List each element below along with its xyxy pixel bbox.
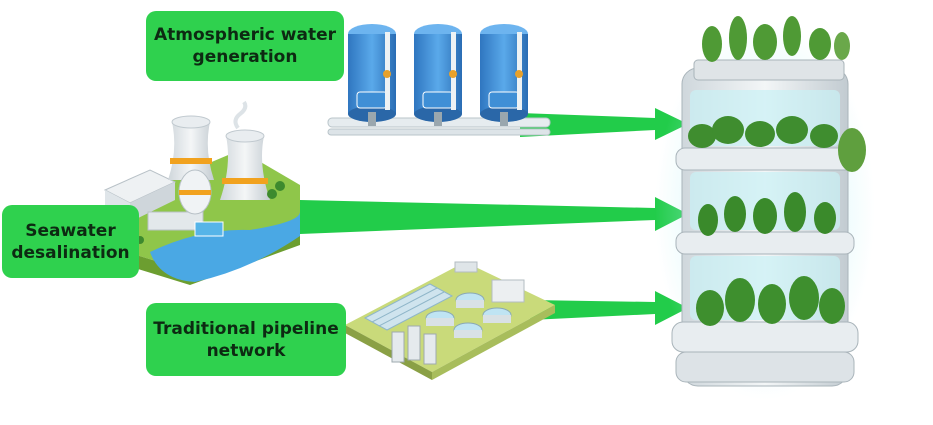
arrow-atmo-to-farm — [520, 108, 688, 140]
treatment-tank — [482, 307, 512, 323]
plants-top — [702, 16, 850, 62]
cooling-tower — [220, 100, 270, 200]
treatment-tank — [425, 310, 455, 326]
arrow-pipe-to-farm — [530, 291, 688, 325]
water-treatment-plant-icon — [345, 261, 555, 380]
cooling-tower — [168, 115, 214, 180]
water-tank — [348, 24, 396, 126]
label-line: generation — [192, 47, 298, 67]
vertical-hydroponic-farm-icon — [655, 16, 875, 400]
water-tank — [480, 24, 528, 126]
treatment-tank — [453, 322, 483, 338]
water-tank — [414, 24, 462, 126]
label-line: Traditional pipeline — [153, 318, 339, 339]
label-line: network — [206, 340, 286, 361]
water-tanks-icon — [327, 24, 551, 136]
treatment-tank — [455, 292, 485, 308]
plants-tier-3 — [696, 276, 845, 326]
label-line: Atmospheric water — [153, 25, 337, 45]
label-line: desalination — [11, 242, 130, 263]
nuclear-desalination-plant-icon — [103, 100, 300, 285]
label-line: Seawater — [25, 220, 116, 241]
plants-tier-1 — [688, 116, 866, 172]
atmospheric-water-generation-label: Atmospheric water generation — [146, 11, 344, 81]
plants-tier-2 — [698, 192, 836, 236]
traditional-pipeline-network-label: Traditional pipeline network — [146, 303, 346, 376]
seawater-desalination-label: Seawater desalination — [2, 205, 139, 278]
arrow-sea-to-farm — [300, 197, 688, 234]
reactor-dome — [178, 169, 212, 215]
